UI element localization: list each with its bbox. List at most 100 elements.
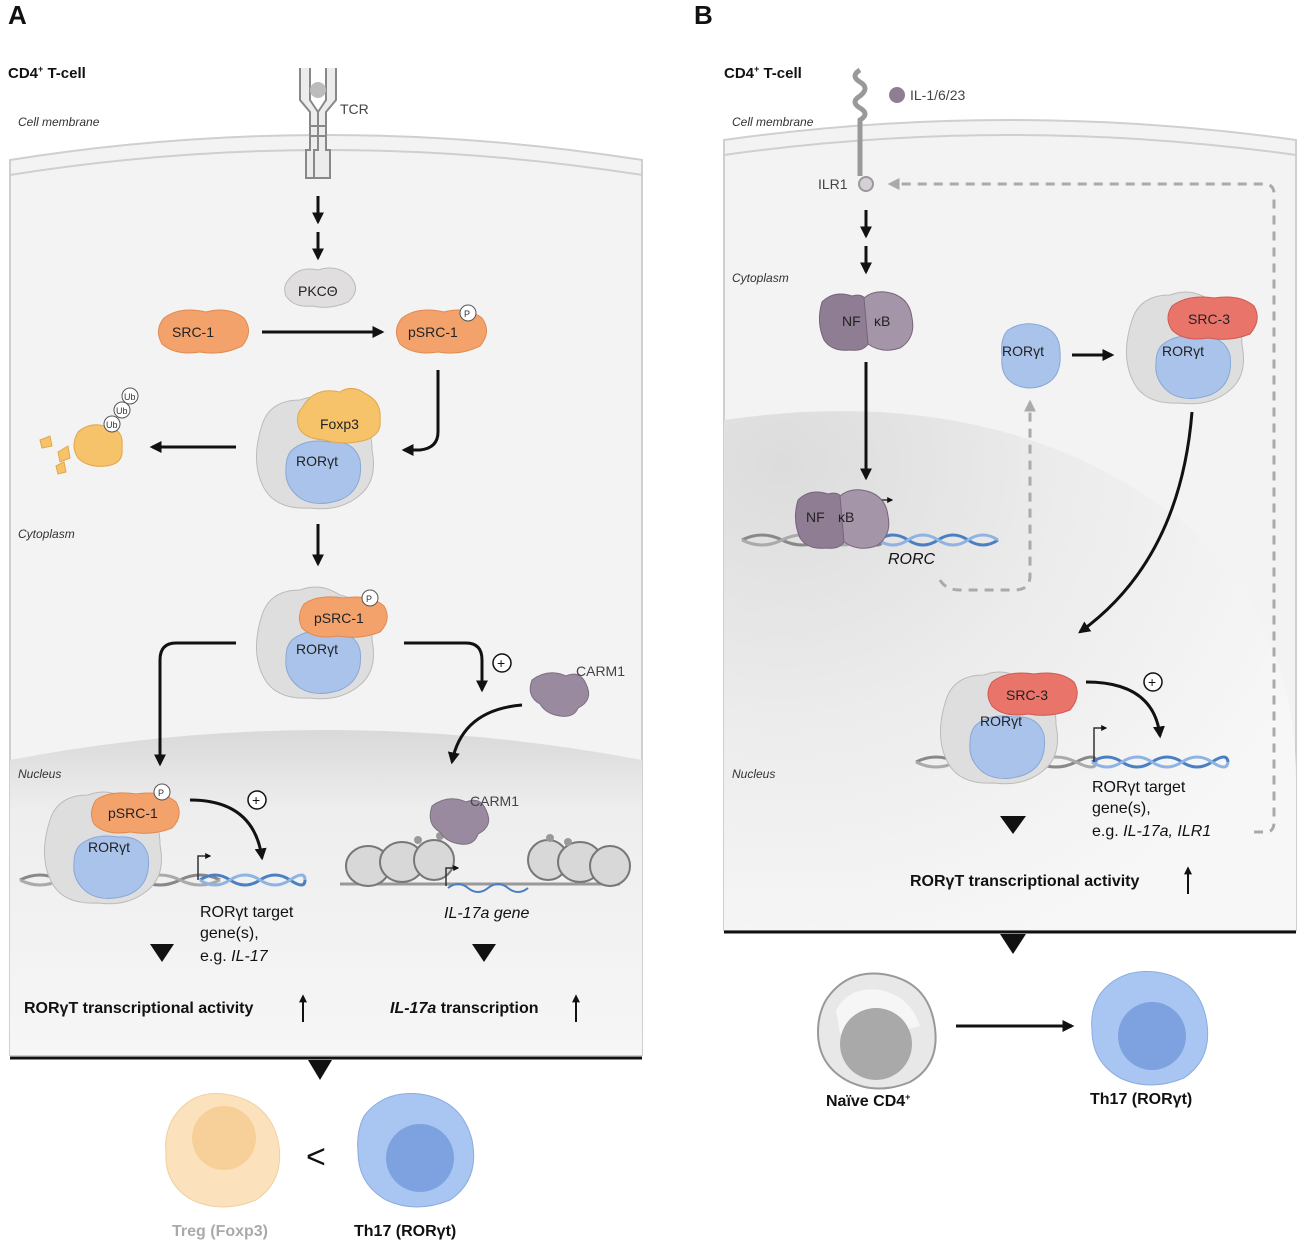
chromatin <box>340 832 631 893</box>
panel-a-cytoplasm-label: Cytoplasm <box>18 527 75 541</box>
tcr-receptor <box>299 68 337 179</box>
plus-icon-a2 <box>247 790 267 810</box>
foxp3-label: Foxp3 <box>320 416 359 432</box>
plus-label-b: + <box>1148 674 1156 690</box>
dashed-arrow-rorc-to-roryt <box>938 399 1036 592</box>
ilr1-label: ILR1 <box>818 176 848 192</box>
arrow-branch-left <box>154 641 236 767</box>
ub-label-2: Ub <box>116 406 128 416</box>
plus-label-a2: + <box>252 792 260 808</box>
psrc1-label: pSRC-1 <box>408 324 458 340</box>
roryt-label-src3-complex1: RORγt <box>1162 343 1204 359</box>
panel-a-nucleus-label: Nucleus <box>18 767 61 781</box>
roryt-psrc1-complex <box>255 586 388 700</box>
activity-label-b: RORγT transcriptional activity <box>910 873 1139 890</box>
triangle-b-bottom <box>1000 934 1026 954</box>
panel-b-membrane-inner-line <box>723 134 1297 156</box>
arrow-complex-to-nucleus-b <box>1078 411 1194 634</box>
roryt-label-complex1: RORγt <box>296 453 338 469</box>
il-receptor-tail-icon <box>858 176 874 192</box>
tcr-label: TCR <box>340 101 369 117</box>
triangle-a-left <box>150 944 174 962</box>
roryt-label-src3-complex2: RORγt <box>980 713 1022 729</box>
pkc-theta-label: PKCΘ <box>298 283 338 299</box>
roryt-label-complex2: RORγt <box>296 641 338 657</box>
src3-roryt-complex-nucleus <box>939 671 1078 785</box>
ubiquitin-chain: Ub Ub Ub <box>103 387 139 433</box>
arrow-psrc1-to-complex <box>401 370 440 456</box>
roryt-free-shape <box>1001 323 1061 389</box>
carm1-label-nucleus: CARM1 <box>470 793 519 809</box>
phospho-label: P <box>464 309 470 319</box>
carm1-shape-cytoplasm <box>529 672 590 717</box>
arrow-complex3-to-gene <box>189 798 267 861</box>
panel-a-cell-title: CD4+ T-cell <box>8 64 86 82</box>
panel-a: A CD4+ T-cell Cell membrane Nucleus TCR … <box>8 0 643 1240</box>
panel-b-cell-title: CD4+ T-cell <box>724 64 802 82</box>
carm1-shape-nucleus <box>429 798 490 845</box>
phospho-label-3: P <box>158 788 164 798</box>
pkc-theta-shape <box>284 267 356 308</box>
panel-b: B CD4+ T-cell Cell membrane Nucleus IL-1… <box>694 0 1297 1110</box>
nfkb-complex-dna <box>794 489 890 549</box>
panel-a-membrane-label: Cell membrane <box>18 115 100 129</box>
kb-label-dna: κB <box>838 509 854 525</box>
target-gene-line3-a: e.g. IL-17 <box>200 948 269 965</box>
nf-label-dna: NF <box>806 509 825 525</box>
phospho-icon <box>459 304 477 322</box>
degraded-foxp3 <box>39 424 123 475</box>
psrc1-label-complex2: pSRC-1 <box>314 610 364 626</box>
roryt-foxp3-complex <box>255 388 381 510</box>
kb-label-cytoplasm: κB <box>874 313 890 329</box>
panel-b-membrane-label: Cell membrane <box>732 115 814 129</box>
panel-b-nucleus-label: Nucleus <box>732 767 775 781</box>
triangle-b-mid <box>1000 816 1026 834</box>
dashed-arrow-feedback-ilr1 <box>887 178 1276 834</box>
il-ligand-icon <box>889 87 905 103</box>
phospho-label-2: P <box>366 594 372 604</box>
target-gene-line2-a: gene(s), <box>200 925 259 942</box>
plus-icon-a1 <box>492 653 512 673</box>
panel-b-letter: B <box>694 0 713 30</box>
roryt-free-label: RORγt <box>1002 343 1044 359</box>
tcr-ligand-icon <box>310 82 326 98</box>
less-than-sign: < <box>306 1138 326 1176</box>
panel-a-letter: A <box>8 0 27 30</box>
plus-label-a1: + <box>497 655 505 671</box>
treg-label: Treg (Foxp3) <box>172 1223 268 1240</box>
target-gene-line1-b: RORγt target <box>1092 779 1186 796</box>
il17a-gene-label: IL-17a gene <box>444 905 530 922</box>
nfkb-complex-cytoplasm <box>818 291 914 351</box>
target-gene-line1-a: RORγt target <box>200 904 294 921</box>
carm1-label-cytoplasm: CARM1 <box>576 663 625 679</box>
naive-cd4-label: Naïve CD4+ <box>826 1092 910 1110</box>
psrc1-shape <box>396 309 487 354</box>
naive-cd4-cell <box>816 972 937 1090</box>
triangle-a-right <box>472 944 496 962</box>
roryt-psrc1-complex-nucleus <box>43 783 180 905</box>
src3-label-nucleus: SRC-3 <box>1006 687 1048 703</box>
th17-cell-b <box>1091 970 1209 1086</box>
panel-b-cytoplasm-label: Cytoplasm <box>732 271 789 285</box>
triangle-a-bottom <box>308 1060 332 1080</box>
target-gene-line2-b: gene(s), <box>1092 800 1151 817</box>
th17-cell-a <box>357 1092 475 1208</box>
roryt-label-complex3: RORγt <box>88 839 130 855</box>
arrow-complex-to-gene-b <box>1085 680 1165 739</box>
th17-label-b: Th17 (RORγt) <box>1090 1091 1192 1108</box>
src3-roryt-complex-cytoplasm <box>1125 291 1258 405</box>
arrow-branch-right <box>404 641 488 693</box>
src1-shape <box>158 309 249 354</box>
ub-label-1: Ub <box>106 420 118 430</box>
activity-label-a: RORγT transcriptional activity <box>24 1000 253 1017</box>
src3-label-cytoplasm: SRC-3 <box>1188 311 1230 327</box>
arrow-carm1-to-nucleus <box>447 703 523 765</box>
plus-icon-b <box>1143 672 1163 692</box>
target-gene-line3-b: e.g. IL-17a, ILR1 <box>1092 823 1211 840</box>
rorc-gene-label: RORC <box>888 551 936 568</box>
psrc1-label-complex3: pSRC-1 <box>108 805 158 821</box>
nf-label-cytoplasm: NF <box>842 313 861 329</box>
ub-label-3: Ub <box>124 392 136 402</box>
il-ligand-label: IL-1/6/23 <box>910 87 965 103</box>
